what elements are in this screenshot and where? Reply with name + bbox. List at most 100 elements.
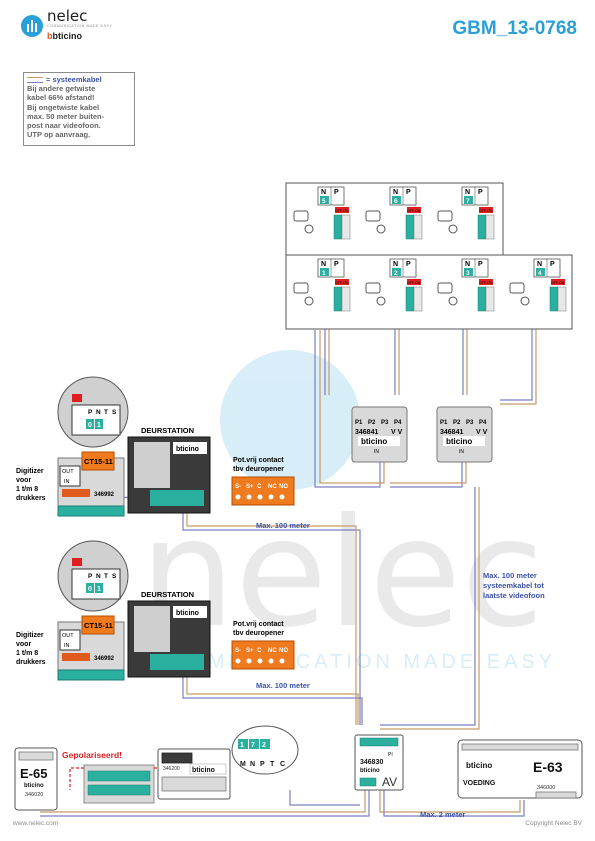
relay-zoom-term: M bbox=[240, 761, 246, 768]
switch-label: OFF ON bbox=[407, 209, 421, 213]
power-section: E-65 bticino 346020 Gepolariseerd! 34620… bbox=[14, 725, 583, 819]
io-out: OUT bbox=[62, 469, 74, 475]
riser-line-3: laatste videofoon bbox=[483, 591, 545, 600]
cable-legend: = systeemkabel bbox=[27, 75, 131, 84]
address-digit: 0 bbox=[88, 586, 92, 593]
relay-zoom-term: 7 bbox=[251, 742, 255, 749]
terminal-block bbox=[477, 286, 487, 312]
distributor-port: P2 bbox=[368, 420, 376, 426]
relay-zoom-term: T bbox=[270, 761, 275, 768]
contact-term: S+ bbox=[246, 648, 254, 654]
button-icon bbox=[448, 296, 458, 306]
io-in: IN bbox=[64, 643, 70, 649]
contact-block bbox=[231, 476, 295, 506]
contact-block bbox=[231, 640, 295, 670]
e63-model: 346000 bbox=[537, 785, 555, 791]
n-label: N bbox=[393, 261, 398, 268]
contact-label: Pot.vrij contact bbox=[233, 457, 284, 464]
e63-sub: VOEDING bbox=[463, 780, 496, 787]
button-icon bbox=[376, 296, 386, 306]
contact-term: S- bbox=[235, 648, 241, 654]
p-label: P bbox=[550, 261, 555, 268]
note-line: max. 50 meter buiten- bbox=[27, 111, 105, 121]
switch-label: OFF ON bbox=[335, 209, 349, 213]
digitizer-label: drukkers bbox=[16, 659, 46, 666]
door-distance: Max. 100 meter bbox=[256, 521, 310, 530]
nelec-logo-icon bbox=[21, 15, 43, 37]
e63-brand: bticino bbox=[466, 761, 492, 770]
terminal-block bbox=[333, 286, 343, 312]
digitizer-label: 1 t/m 8 bbox=[16, 486, 38, 493]
distributor-port: P3 bbox=[381, 420, 389, 426]
terminal-block bbox=[549, 286, 559, 312]
screen-icon bbox=[365, 210, 381, 222]
videophone-number: 5 bbox=[322, 198, 326, 205]
riser-label: Max. 100 meter systeemkabel tot laatste … bbox=[483, 571, 545, 600]
e63-power-supply bbox=[457, 739, 583, 799]
button-icon bbox=[448, 224, 458, 234]
zoom-term-label: T bbox=[104, 573, 108, 580]
zoom-term-label: P bbox=[88, 409, 93, 416]
io-out: OUT bbox=[62, 633, 74, 639]
contact-label: tbv deuropener bbox=[233, 630, 284, 637]
door-station-title: DEURSTATION bbox=[141, 426, 194, 435]
door-station-brand: bticino bbox=[176, 446, 199, 453]
partner-brand: bbticino bbox=[47, 31, 82, 41]
relay-model: 346200 bbox=[163, 766, 180, 772]
p-label: P bbox=[334, 261, 339, 268]
note-line: kabel 66% afstand! bbox=[27, 93, 95, 103]
button-icon bbox=[520, 296, 530, 306]
contact-term: NC bbox=[268, 484, 277, 490]
note-line: UTP op aanvraag. bbox=[27, 130, 91, 140]
zoom-term-label: S bbox=[112, 573, 117, 580]
switch-label: OFF ON bbox=[479, 281, 493, 285]
n-label: N bbox=[465, 189, 470, 196]
n-label: N bbox=[537, 261, 542, 268]
relay-brand: bticino bbox=[192, 767, 215, 774]
e65-power-supply bbox=[14, 747, 58, 811]
p-label: P bbox=[478, 189, 483, 196]
e65-name: E-65 bbox=[20, 766, 47, 781]
note-line: post naar videofoon. bbox=[27, 121, 101, 131]
relay-zoom-term: P bbox=[260, 761, 265, 768]
terminal-block bbox=[477, 214, 487, 240]
terminal-block bbox=[405, 214, 415, 240]
videophone-number: 2 bbox=[394, 270, 398, 277]
e63-name: E-63 bbox=[533, 759, 563, 775]
watermark-tagline: COMMUNICATION MADE EASY bbox=[170, 651, 556, 673]
relay-zoom-term: N bbox=[250, 761, 255, 768]
n-label: N bbox=[321, 261, 326, 268]
nelec-logo-text: nelec COMMUNICATION MADE EASY bbticino bbox=[47, 7, 112, 42]
videophone-number: 7 bbox=[466, 198, 470, 205]
p-label: P bbox=[406, 189, 411, 196]
distributor-suffix: V V bbox=[391, 429, 403, 436]
digitizer-label: Digitizer bbox=[16, 632, 44, 639]
distributor-input: IN bbox=[374, 449, 379, 455]
cable-notes: = systeemkabel Bij andere getwiste kabel… bbox=[23, 72, 135, 146]
switch-label: OFF ON bbox=[407, 281, 421, 285]
relay-zoom-term: 1 bbox=[240, 742, 244, 749]
digitizer-model: 346992 bbox=[94, 492, 115, 498]
digitizer-label: voor bbox=[16, 477, 31, 484]
p-label: P bbox=[406, 261, 411, 268]
terminal-block bbox=[333, 214, 343, 240]
distributor-port: P4 bbox=[394, 420, 402, 426]
interface-346830 bbox=[354, 734, 404, 791]
note-line: Bij andere getwiste bbox=[27, 84, 96, 94]
brand-name: nelec bbox=[47, 7, 88, 25]
door-distance: Max. 100 meter bbox=[256, 681, 310, 690]
e65-brand: bticino bbox=[24, 783, 44, 789]
distributor-brand: bticino bbox=[446, 437, 472, 446]
relay-zoom bbox=[83, 764, 155, 804]
distributor-port: P1 bbox=[355, 420, 363, 426]
screen-icon bbox=[509, 282, 525, 294]
